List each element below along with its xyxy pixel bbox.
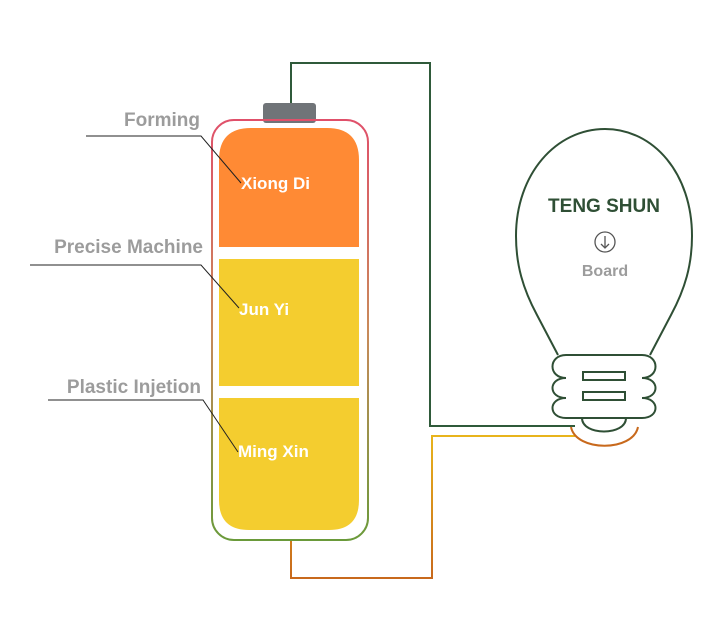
leader-line-plastic-injection [48, 399, 239, 453]
leader-line-forming [86, 135, 242, 184]
label-plastic-injection: Plastic Injetion [67, 377, 201, 398]
segment-label-xiong-di: Xiong Di [241, 174, 310, 193]
segment-label-ming-xin: Ming Xin [238, 442, 309, 461]
wire-top [290, 62, 575, 427]
leader-line-precise-machine [30, 264, 240, 309]
segment-label-jun-yi: Jun Yi [239, 300, 289, 319]
bulb-base [551, 354, 657, 433]
bulb-subtitle: Board [582, 263, 628, 280]
bulb-contact-arc [570, 426, 639, 447]
battery-cap [263, 103, 316, 123]
bulb-glass [514, 127, 694, 356]
wire-bottom [290, 435, 575, 579]
label-forming: Forming [124, 110, 200, 131]
label-precise-machine: Precise Machine [54, 237, 203, 258]
segment-jun-yi [219, 259, 359, 386]
bulb-title: TENG SHUN [548, 196, 660, 217]
battery-outline [211, 119, 369, 541]
segment-xiong-di [219, 128, 359, 247]
arrow-down-circle-icon [594, 231, 616, 253]
segment-ming-xin [219, 398, 359, 530]
